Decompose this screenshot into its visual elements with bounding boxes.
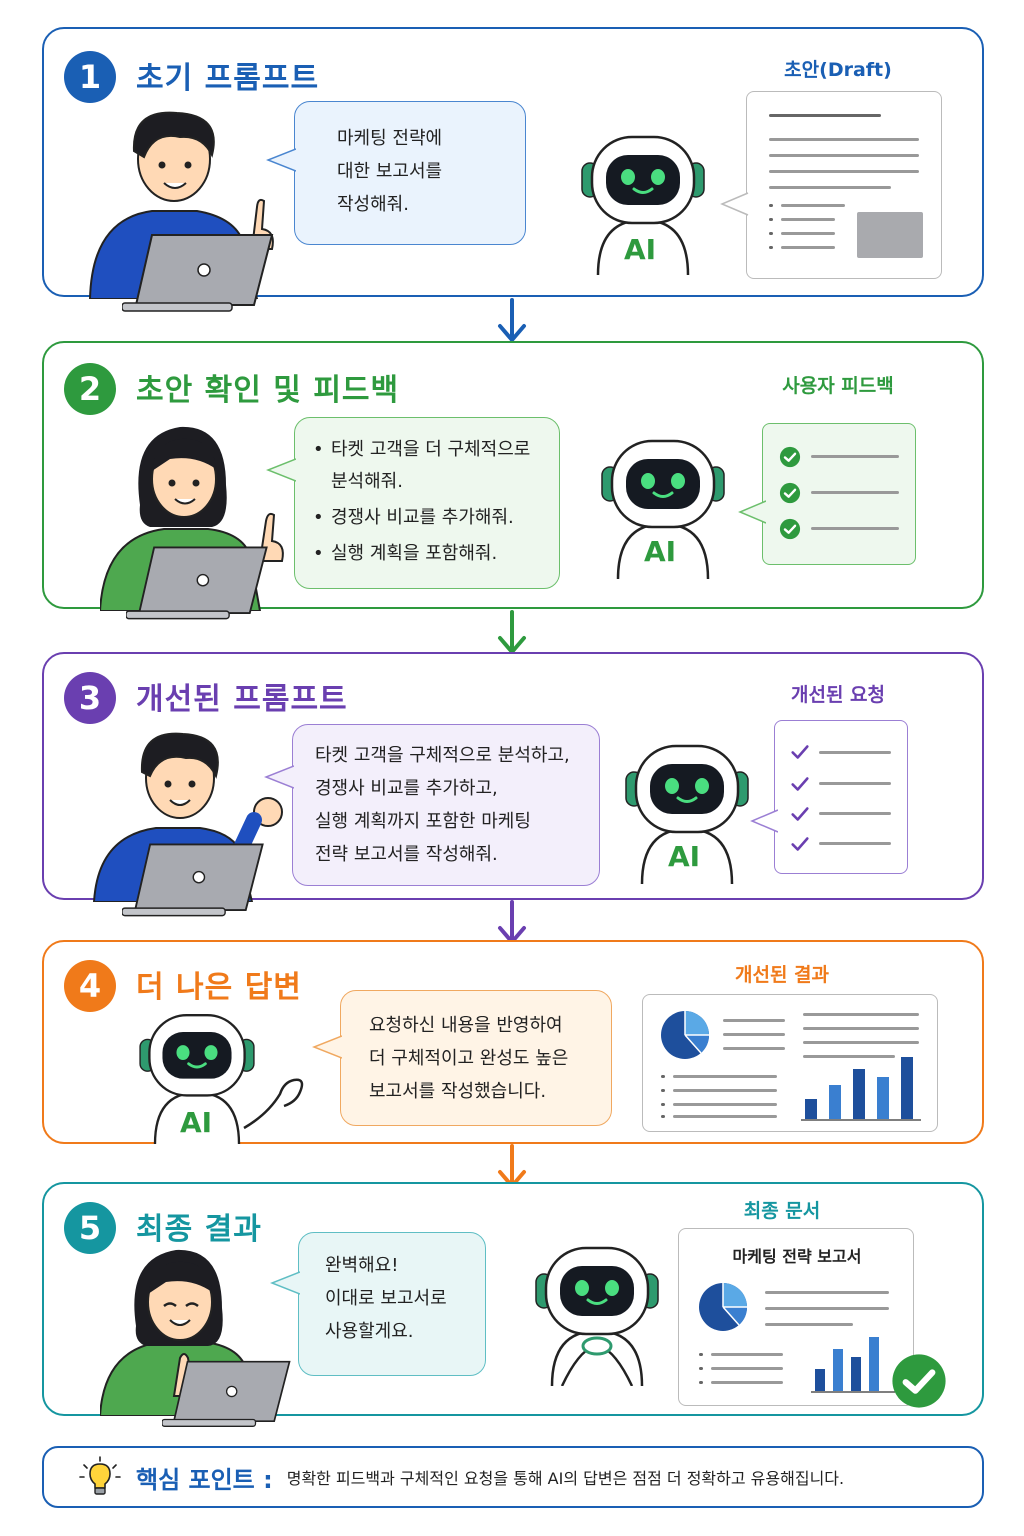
laptop-icon	[122, 233, 282, 313]
bubble-line: 전략 보고서를 작성해줘.	[315, 844, 498, 865]
step-1-panel: 1 초기 프롬프트 초안(Draft) 마케팅 전략에 대한 보고서를 작성해줘…	[42, 27, 984, 297]
robot-icon	[522, 1236, 672, 1386]
check-icon	[789, 741, 811, 763]
step-4-badge: 4	[64, 960, 116, 1012]
step-4-title: 더 나은 답변	[136, 970, 302, 1005]
improved-result-document	[642, 994, 938, 1132]
step-4-panel: 4 더 나은 답변 개선된 결과 AI 요청하신 내용을 반영하여 더 구체적이…	[42, 940, 984, 1144]
bubble-line: 실행 계획까지 포함한 마케팅	[315, 811, 531, 832]
step-5-badge: 5	[64, 1202, 116, 1254]
step-2-badge: 2	[64, 363, 116, 415]
step-3-panel: 3 개선된 프롬프트 개선된 요청 타켓 고객을 구체적으로 분석하고, 경쟁사…	[42, 652, 984, 900]
step-3-refined-prompt-bubble: 타켓 고객을 구체적으로 분석하고, 경쟁사 비교를 추가하고, 실행 계획까지…	[292, 724, 600, 886]
bubble-line: 보고서를 작성했습니다.	[369, 1081, 547, 1102]
bubble-tail	[720, 192, 749, 216]
step-1-title: 초기 프롬프트	[136, 61, 320, 96]
robot-label: AI	[644, 535, 677, 568]
step-2-title: 초안 확인 및 피드백	[136, 373, 400, 408]
request-checklist	[774, 720, 908, 874]
check-icon	[779, 482, 801, 504]
waving-hand	[243, 1078, 304, 1130]
document-icon	[746, 91, 942, 279]
step-3-badge: 3	[64, 672, 116, 724]
step-1-prompt-bubble: 마케팅 전략에 대한 보고서를 작성해줘.	[294, 101, 526, 245]
bar-chart-icon	[811, 1337, 895, 1393]
robot-label: AI	[624, 233, 657, 266]
step-5-approval-bubble: 완벽해요! 이대로 보고서로 사용할게요.	[298, 1232, 486, 1376]
step-4-answer-bubble: 요청하신 내용을 반영하여 더 구체적이고 완성도 높은 보고서를 작성했습니다…	[340, 990, 612, 1126]
robot-label: AI	[668, 840, 701, 873]
bubble-tail	[264, 765, 294, 789]
bubble-line: 대한 보고서를	[337, 161, 443, 182]
step-2-side-label: 사용자 피드백	[782, 375, 894, 397]
key-point-text: 명확한 피드백과 구체적인 요청을 통해 AI의 답변은 점점 더 정확하고 유…	[286, 1469, 845, 1488]
step-2-panel: 2 초안 확인 및 피드백 사용자 피드백 타켓 고객을 더 구체적으로분석해줘…	[42, 341, 984, 609]
step-3-title: 개선된 프롬프트	[136, 682, 348, 717]
feedback-item: 경쟁사 비교를 추가해줘.	[313, 502, 541, 534]
bubble-tail	[312, 1035, 342, 1059]
step-1-badge: 1	[64, 51, 116, 103]
step-5-panel: 5 최종 결과 최종 문서 완벽해요! 이대로 보고서로 사용할게요. 마케팅 …	[42, 1182, 984, 1416]
pie-chart-icon	[699, 1283, 748, 1331]
step-4-side-label: 개선된 결과	[734, 964, 829, 986]
robot-label: AI	[180, 1106, 213, 1139]
laptop-icon	[122, 842, 272, 918]
arrow-down-icon	[498, 298, 526, 342]
key-point-title: 핵심 포인트 :	[136, 1465, 273, 1494]
bubble-tail	[270, 1271, 300, 1295]
lightbulb-icon	[79, 1456, 121, 1495]
bubble-tail	[750, 809, 778, 833]
bar-chart-icon	[801, 1057, 921, 1121]
laptop-icon	[126, 545, 276, 621]
check-icon	[779, 446, 801, 468]
key-point-bar: 핵심 포인트 : 명확한 피드백과 구체적인 요청을 통해 AI의 답변은 점점…	[42, 1446, 984, 1508]
bubble-line: 완벽해요!	[325, 1255, 399, 1276]
bubble-line: 더 구체적이고 완성도 높은	[369, 1048, 569, 1069]
final-report-document: 마케팅 전략 보고서	[678, 1228, 914, 1406]
bubble-line: 이대로 보고서로	[325, 1288, 447, 1309]
check-icon	[789, 833, 811, 855]
check-icon	[890, 1352, 948, 1410]
step-1-side-label: 초안(Draft)	[784, 59, 892, 81]
step-3-side-label: 개선된 요청	[790, 684, 885, 706]
bubble-tail	[738, 500, 766, 524]
bubble-line: 경쟁사 비교를 추가하고,	[315, 778, 498, 799]
laptop-icon	[162, 1360, 298, 1428]
step-5-side-label: 최종 문서	[743, 1200, 821, 1222]
pie-chart-icon	[661, 1011, 710, 1059]
bubble-line: 사용할게요.	[325, 1321, 414, 1342]
check-icon	[789, 803, 811, 825]
arrow-down-icon	[498, 610, 526, 654]
bubble-line: 작성해줘.	[337, 194, 409, 215]
bubble-line: 요청하신 내용을 반영하여	[369, 1015, 563, 1036]
bubble-tail	[266, 148, 296, 172]
feedback-item: 실행 계획을 포함해줘.	[313, 538, 541, 570]
bubble-tail	[266, 458, 296, 482]
step-5-title: 최종 결과	[136, 1212, 262, 1247]
final-doc-title: 마케팅 전략 보고서	[732, 1247, 862, 1266]
check-icon	[779, 518, 801, 540]
feedback-checklist	[762, 423, 916, 565]
bubble-line: 타켓 고객을 구체적으로 분석하고,	[315, 745, 570, 766]
bubble-line: 마케팅 전략에	[337, 128, 443, 149]
check-icon	[789, 773, 811, 795]
